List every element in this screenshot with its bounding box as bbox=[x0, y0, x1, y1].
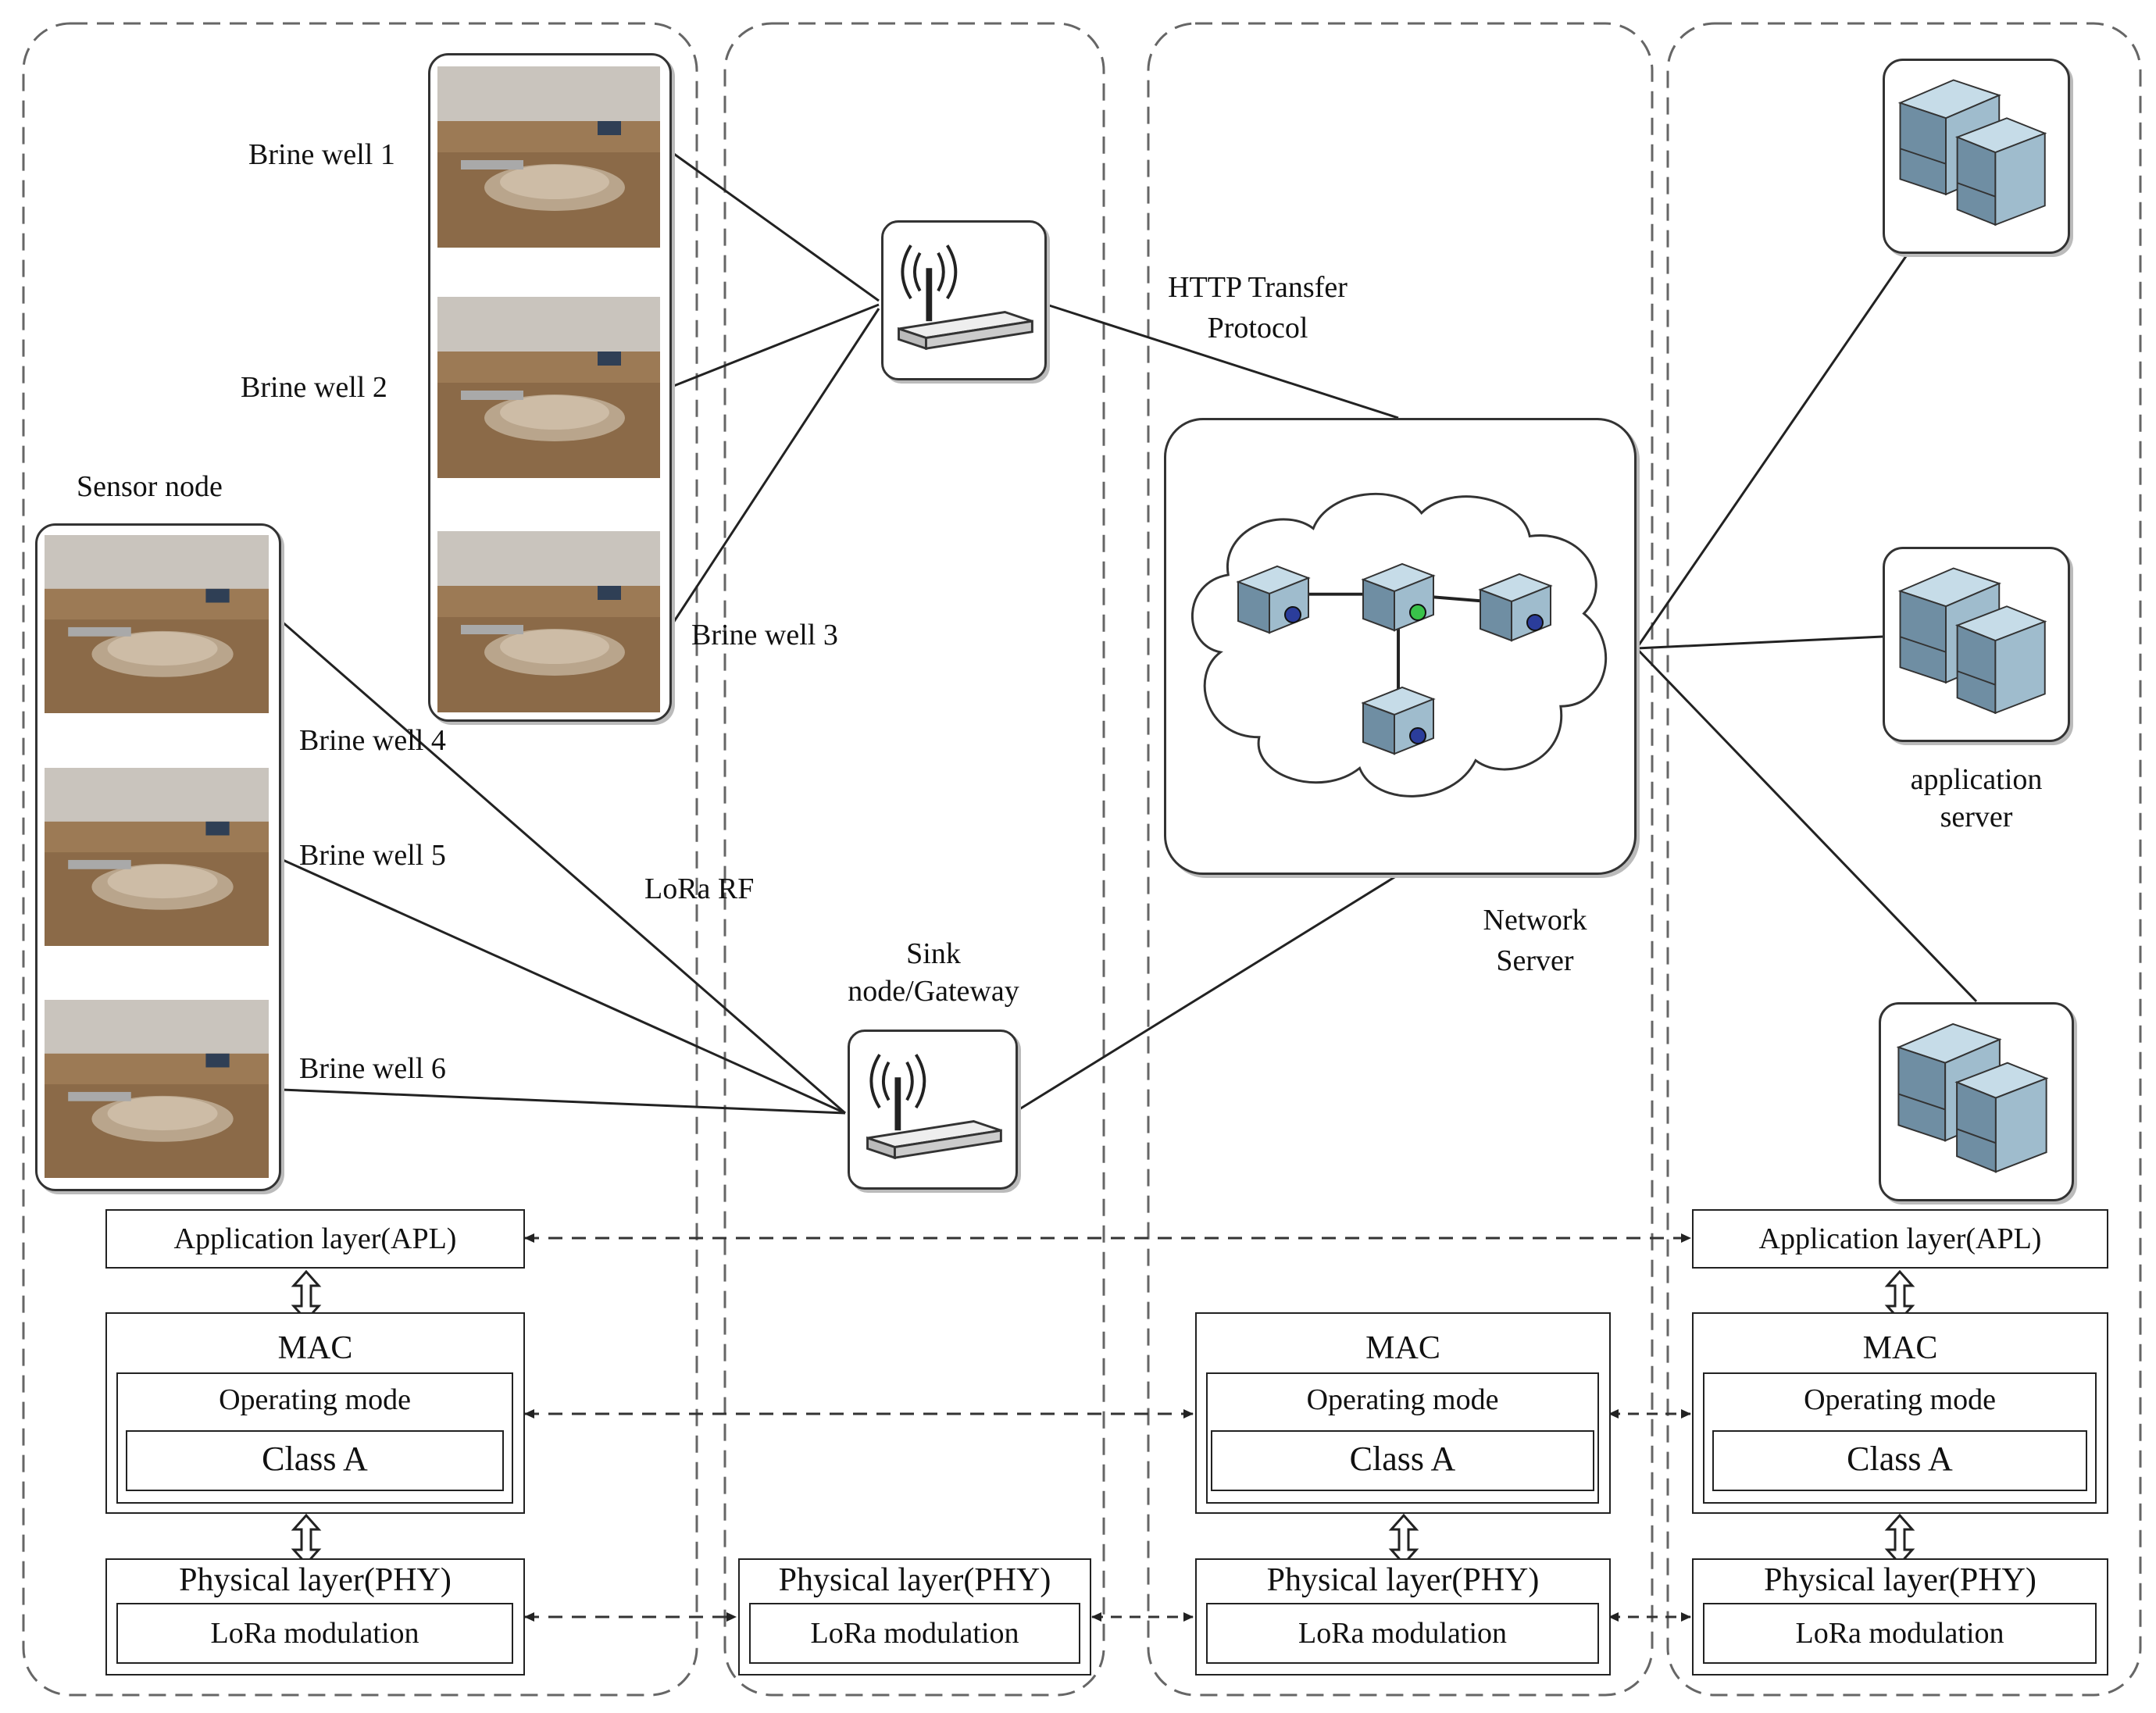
link-well2-gateway1 bbox=[671, 303, 880, 388]
brine-well-4-label: Brine well 4 bbox=[299, 724, 446, 757]
app-mac-box: MAC Operating mode Class A bbox=[1692, 1312, 2108, 1514]
end-device-apl-box: Application layer(APL) bbox=[105, 1209, 525, 1269]
apl-label: Application layer(APL) bbox=[173, 1222, 457, 1255]
brine-well-photo bbox=[45, 535, 269, 713]
operating-mode-box: Operating mode Class A bbox=[1703, 1372, 2097, 1504]
link-gateway1-ns bbox=[1046, 303, 1399, 419]
network-server-frame bbox=[1164, 418, 1637, 875]
app-server-1-frame bbox=[1883, 59, 2070, 254]
network-server-label-line2: Server bbox=[1496, 944, 1574, 977]
operating-mode-box: Operating mode Class A bbox=[116, 1372, 513, 1504]
link-gateway2-ns bbox=[1019, 873, 1399, 1111]
brine-well-photo bbox=[45, 1000, 269, 1178]
lora-modulation-label: LoRa modulation bbox=[1298, 1617, 1508, 1650]
server-rack-icon bbox=[1897, 79, 2047, 227]
phy-label: Physical layer(PHY) bbox=[1266, 1562, 1540, 1598]
server-rack-icon bbox=[1897, 567, 2047, 715]
lora-modulation-label: LoRa modulation bbox=[210, 1617, 419, 1650]
link-ns-appserver3 bbox=[1635, 647, 1978, 1003]
link-well5-gateway2 bbox=[280, 858, 846, 1115]
ns-mac-box: MAC Operating mode Class A bbox=[1195, 1312, 1611, 1514]
network-server-column-frame bbox=[1147, 22, 1654, 1697]
link-ns-appserver2 bbox=[1636, 635, 1883, 650]
http-protocol-label-line1: HTTP Transfer bbox=[1168, 271, 1348, 304]
end-device-phy-box: Physical layer(PHY) LoRa modulation bbox=[105, 1558, 525, 1676]
mac-label: MAC bbox=[1862, 1330, 1938, 1366]
app-server-3-frame bbox=[1879, 1002, 2074, 1201]
class-a-box: Class A bbox=[1712, 1430, 2087, 1491]
server-rack-icon bbox=[1361, 686, 1436, 755]
server-rack-icon bbox=[1478, 573, 1553, 642]
http-protocol-label-line2: Protocol bbox=[1207, 312, 1308, 344]
operating-mode-label: Operating mode bbox=[1804, 1383, 1996, 1416]
phy-label: Physical layer(PHY) bbox=[1764, 1562, 2036, 1598]
phy-label: Physical layer(PHY) bbox=[778, 1562, 1051, 1598]
lora-modulation-box: LoRa modulation bbox=[1206, 1603, 1599, 1664]
brine-well-3-label: Brine well 3 bbox=[691, 619, 838, 651]
network-server-label-line1: Network bbox=[1483, 904, 1587, 937]
cloud-icon bbox=[1191, 492, 1608, 798]
link-well6-gateway2 bbox=[280, 1088, 846, 1115]
app-apl-box: Application layer(APL) bbox=[1692, 1209, 2108, 1269]
operating-mode-label: Operating mode bbox=[1306, 1383, 1499, 1416]
end-device-column-frame bbox=[22, 22, 698, 1697]
link-well3-gateway1 bbox=[670, 308, 880, 626]
gateway-column-frame bbox=[723, 22, 1105, 1697]
mac-label: MAC bbox=[277, 1330, 353, 1366]
sensor-node-label: Sensor node bbox=[77, 470, 223, 503]
lora-modulation-box: LoRa modulation bbox=[749, 1603, 1080, 1664]
gateway-2-frame bbox=[848, 1030, 1018, 1190]
lora-modulation-label: LoRa modulation bbox=[1795, 1617, 2004, 1650]
class-a-box: Class A bbox=[126, 1430, 504, 1491]
apl-label: Application layer(APL) bbox=[1758, 1222, 2042, 1255]
server-rack-icon bbox=[1361, 562, 1436, 632]
sink-node-label-line2: node/Gateway bbox=[848, 975, 1019, 1008]
server-rack-icon bbox=[1236, 565, 1311, 634]
brine-well-5-label: Brine well 5 bbox=[299, 839, 446, 872]
link-well1-gateway1 bbox=[671, 151, 880, 302]
brine-well-photo bbox=[437, 66, 660, 248]
lora-modulation-label: LoRa modulation bbox=[810, 1617, 1019, 1650]
link-well4-gateway2 bbox=[280, 619, 846, 1115]
ns-phy-box: Physical layer(PHY) LoRa modulation bbox=[1195, 1558, 1611, 1676]
operating-mode-label: Operating mode bbox=[219, 1383, 411, 1416]
brine-well-1-label: Brine well 1 bbox=[248, 138, 395, 171]
app-server-label-line1: application bbox=[1910, 763, 2043, 796]
sink-node-label-line1: Sink bbox=[906, 937, 961, 970]
brine-well-photo bbox=[437, 297, 660, 478]
server-rack-icon bbox=[1896, 1022, 2049, 1173]
app-phy-box: Physical layer(PHY) LoRa modulation bbox=[1692, 1558, 2108, 1676]
phy-label: Physical layer(PHY) bbox=[179, 1562, 452, 1598]
router-icon bbox=[866, 1054, 1002, 1160]
mac-label: MAC bbox=[1365, 1330, 1440, 1366]
app-server-column-frame bbox=[1666, 22, 2142, 1697]
brine-well-6-label: Brine well 6 bbox=[299, 1052, 446, 1085]
lora-modulation-box: LoRa modulation bbox=[1703, 1603, 2097, 1664]
app-server-2-frame bbox=[1883, 547, 2070, 742]
end-device-mac-box: MAC Operating mode Class A bbox=[105, 1312, 525, 1514]
gateway-1-frame bbox=[881, 220, 1047, 380]
operating-mode-box: Operating mode Class A bbox=[1206, 1372, 1599, 1504]
brine-well-2-label: Brine well 2 bbox=[241, 371, 387, 404]
router-icon bbox=[898, 244, 1033, 351]
lora-modulation-box: LoRa modulation bbox=[116, 1603, 513, 1664]
lora-rf-label: LoRa RF bbox=[644, 873, 755, 905]
brine-well-photo bbox=[45, 768, 269, 946]
brine-well-photo bbox=[437, 531, 660, 712]
class-a-box: Class A bbox=[1211, 1430, 1594, 1491]
gateway-phy-box: Physical layer(PHY) LoRa modulation bbox=[738, 1558, 1091, 1676]
link-ns-appserver1 bbox=[1635, 255, 1908, 649]
app-server-label-line2: server bbox=[1940, 801, 2013, 833]
